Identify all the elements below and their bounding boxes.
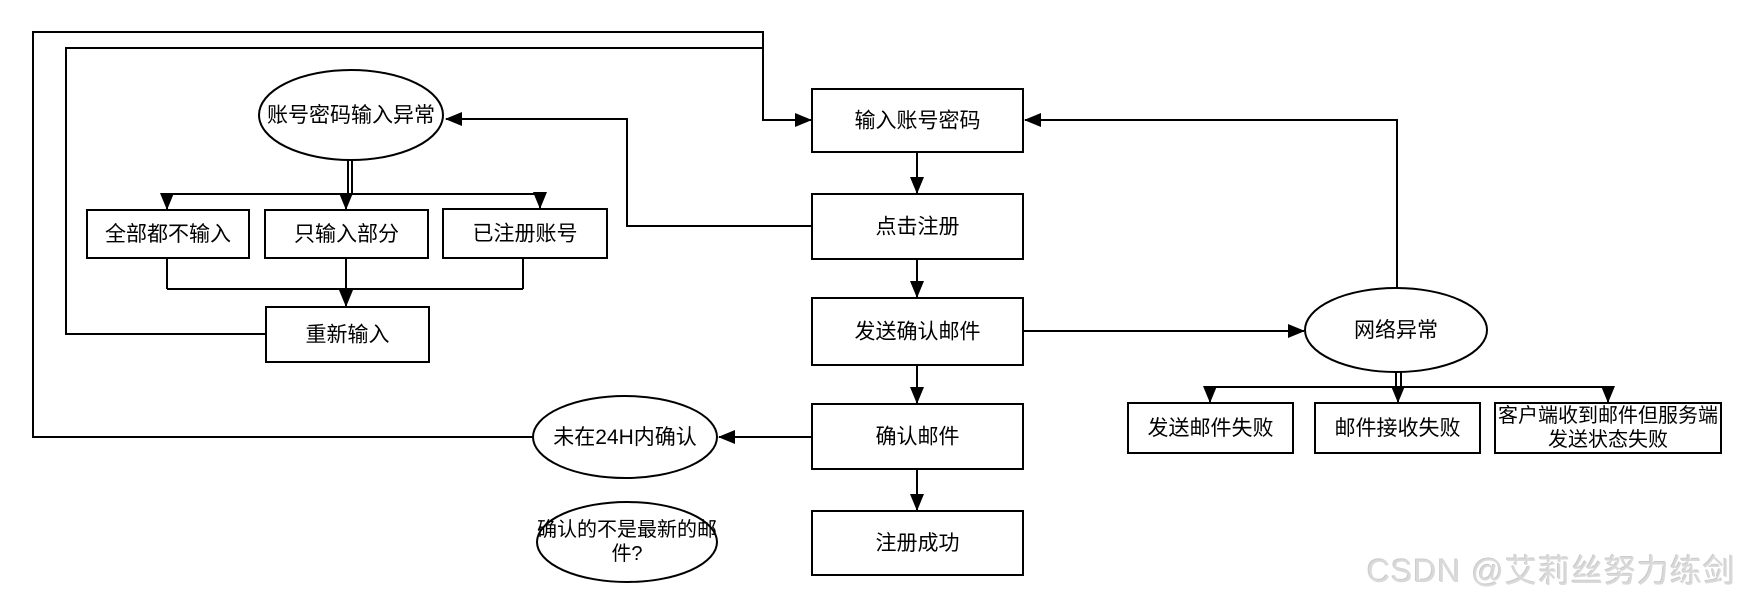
- node-click-register-label: 点击注册: [876, 215, 960, 238]
- node-credential-input-error-label: 账号密码输入异常: [267, 104, 435, 127]
- node-none-entered-label: 全部都不输入: [105, 223, 231, 246]
- node-credential-input-error: [258, 69, 444, 161]
- node-confirmed-not-latest-label: 确认的不是最新的邮件?: [537, 518, 717, 565]
- edge-layer: [32, 31, 1615, 511]
- node-none-entered: [86, 209, 250, 259]
- node-email-receive-failed-label: 邮件接收失败: [1335, 417, 1461, 440]
- node-not-confirmed-24h: [532, 395, 718, 479]
- node-not-confirmed-24h-label: 未在24H内确认: [553, 426, 697, 449]
- node-client-received-server-failed-label: 客户端收到邮件但服务端发送状态失败: [1498, 404, 1718, 451]
- node-partial-entered: [264, 209, 429, 259]
- node-network-error-label: 网络异常: [1354, 319, 1438, 342]
- node-send-confirm-email: [811, 297, 1024, 366]
- edge-retry-loop-outer: [32, 31, 812, 438]
- node-register-success-label: 注册成功: [876, 532, 960, 555]
- node-input-credentials: [811, 88, 1024, 153]
- node-re-enter: [265, 306, 430, 363]
- edge-click-register-to-input-error: [445, 112, 812, 227]
- node-already-registered: [442, 208, 608, 259]
- edge-network-error-to-input: [1024, 113, 1398, 288]
- node-send-email-failed: [1127, 402, 1294, 454]
- node-input-credentials-label: 输入账号密码: [855, 109, 981, 132]
- node-register-success: [811, 510, 1024, 576]
- edge-retry-loop-inner: [65, 47, 763, 335]
- node-partial-entered-label: 只输入部分: [294, 223, 399, 246]
- node-already-registered-label: 已注册账号: [473, 222, 578, 245]
- node-confirm-email-label: 确认邮件: [876, 425, 960, 448]
- node-confirmed-not-latest: [536, 501, 718, 583]
- watermark: CSDN @艾莉丝努力练剑: [1366, 553, 1736, 589]
- node-send-email-failed-label: 发送邮件失败: [1148, 417, 1274, 440]
- node-client-received-server-failed: [1494, 402, 1722, 454]
- node-email-receive-failed: [1314, 402, 1481, 454]
- node-confirm-email: [811, 403, 1024, 470]
- node-re-enter-label: 重新输入: [306, 323, 390, 346]
- node-send-confirm-email-label: 发送确认邮件: [855, 320, 981, 343]
- node-click-register: [811, 193, 1024, 260]
- node-network-error: [1304, 287, 1488, 373]
